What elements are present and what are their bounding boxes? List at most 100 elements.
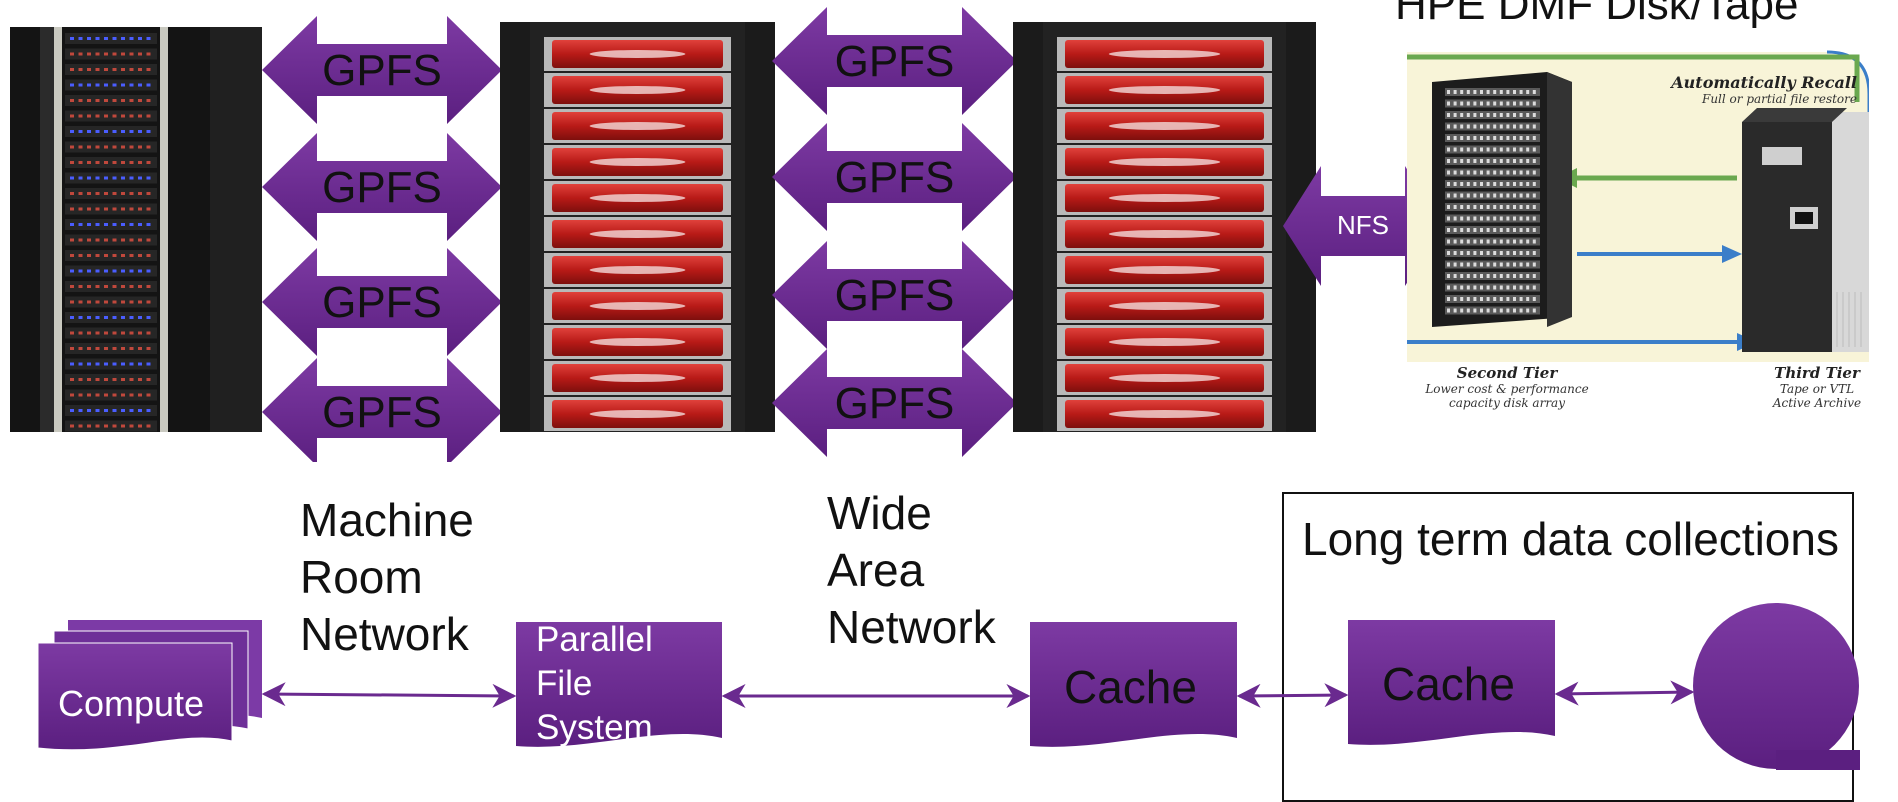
- disk-slot: [1486, 251, 1490, 255]
- disk-slot: [1499, 285, 1503, 290]
- second-tier-desc-1: Lower cost & performance: [1425, 382, 1589, 396]
- recall-caption: Automatically Recall Full or partial fil…: [1557, 73, 1857, 106]
- long-term-data-box: Long term data collections: [1282, 492, 1854, 802]
- enclosure-logo: [589, 230, 686, 238]
- compute-server-led: [95, 238, 100, 242]
- third-tier-caption: Third Tier Tape or VTL Active Archive: [1757, 364, 1877, 410]
- disk-slot: [1506, 251, 1510, 255]
- disk-slot: [1519, 285, 1523, 290]
- disk-slot: [1466, 297, 1470, 301]
- compute-server-led: [146, 223, 151, 226]
- disk-slot: [1447, 113, 1450, 117]
- compute-server-led: [78, 285, 83, 288]
- disk-slot: [1473, 239, 1477, 244]
- compute-server-led: [104, 254, 108, 257]
- compute-server-led: [112, 409, 117, 412]
- compute-server-led: [87, 409, 91, 412]
- disk-slot: [1499, 274, 1503, 278]
- compute-server-led: [129, 285, 134, 288]
- disk-slot: [1460, 113, 1464, 117]
- disk-slot: [1447, 124, 1450, 129]
- compute-server-led: [104, 161, 108, 164]
- disk-slot: [1460, 90, 1464, 94]
- disk-slot: [1486, 297, 1490, 301]
- disk-slot: [1499, 136, 1503, 140]
- disk-slot: [1532, 274, 1536, 278]
- disk-slot: [1447, 216, 1450, 221]
- compute-server-led: [112, 192, 117, 195]
- compute-server-led: [70, 192, 74, 195]
- compute-label: Compute: [58, 683, 205, 724]
- compute-server-led: [121, 238, 125, 242]
- disk-slot: [1499, 228, 1503, 232]
- disk-tray: [1445, 191, 1540, 200]
- disk-tray: [1445, 214, 1540, 223]
- compute-server-led: [95, 37, 100, 40]
- compute-server-led: [104, 99, 108, 102]
- compute-server-led: [70, 99, 74, 102]
- disk-slot: [1526, 182, 1530, 186]
- disk-slot: [1460, 124, 1464, 129]
- disk-slot: [1466, 262, 1470, 267]
- compute-server-led: [95, 192, 100, 195]
- disk-slot: [1466, 124, 1470, 129]
- compute-server-led: [78, 254, 83, 257]
- disk-slot: [1473, 274, 1477, 278]
- disk-slot: [1506, 262, 1510, 267]
- compute-server-slot: [65, 79, 157, 91]
- compute-server-led: [112, 114, 117, 118]
- compute-server-led: [87, 176, 91, 180]
- disk-slot: [1519, 216, 1523, 221]
- disk-slot: [1460, 297, 1464, 301]
- disk-slot: [1493, 124, 1497, 129]
- disk-slot: [1473, 297, 1477, 301]
- compute-server-led: [70, 130, 74, 133]
- compute-server-led: [121, 269, 125, 273]
- disk-slot: [1473, 124, 1477, 129]
- enclosure-logo: [1108, 302, 1221, 310]
- disk-slot: [1532, 228, 1536, 232]
- compute-server-led: [87, 378, 91, 381]
- compute-server-led: [129, 238, 134, 242]
- second-tier-title: Second Tier: [1456, 364, 1558, 382]
- gpfs-label: GPFS: [322, 163, 442, 212]
- disk-slot: [1466, 159, 1470, 163]
- disk-slot: [1493, 193, 1497, 198]
- disk-slot: [1499, 90, 1503, 94]
- disk-slot: [1532, 136, 1536, 140]
- disk-slot: [1513, 262, 1516, 267]
- enclosure-logo: [1108, 194, 1221, 202]
- compute-server-led: [146, 362, 151, 366]
- compute-server-led: [78, 300, 83, 304]
- compute-server-slot: [65, 141, 157, 153]
- compute-server-led: [146, 378, 151, 381]
- compute-server-slot: [65, 250, 157, 261]
- disk-slot: [1447, 101, 1450, 106]
- disk-slot: [1519, 147, 1523, 152]
- machine-room-network-line-1: Machine: [300, 494, 474, 546]
- disk-slot: [1486, 262, 1490, 267]
- disk-slot: [1447, 262, 1450, 267]
- disk-slot: [1453, 136, 1457, 140]
- disk-slot: [1480, 101, 1483, 106]
- compute-server-led: [95, 347, 100, 350]
- compute-server-led: [104, 130, 108, 133]
- disk-tray: [1445, 237, 1540, 246]
- gpfs-label: GPFS: [322, 388, 442, 437]
- compute-server-led: [95, 176, 100, 180]
- compute-server-led: [146, 238, 151, 242]
- compute-server-led: [78, 223, 83, 226]
- disk-slot: [1513, 101, 1516, 106]
- disk-slot: [1532, 285, 1536, 290]
- disk-slot: [1519, 182, 1523, 186]
- disk-slot: [1506, 113, 1510, 117]
- cache-left-label: Cache: [1064, 661, 1197, 713]
- compute-server-led: [95, 52, 100, 56]
- disk-slot: [1499, 124, 1503, 129]
- compute-server-led: [121, 207, 125, 211]
- disk-slot: [1480, 239, 1483, 244]
- disk-slot: [1493, 285, 1497, 290]
- enclosure-logo: [1108, 338, 1221, 346]
- disk-slot: [1513, 113, 1516, 117]
- disk-tray: [1445, 145, 1540, 154]
